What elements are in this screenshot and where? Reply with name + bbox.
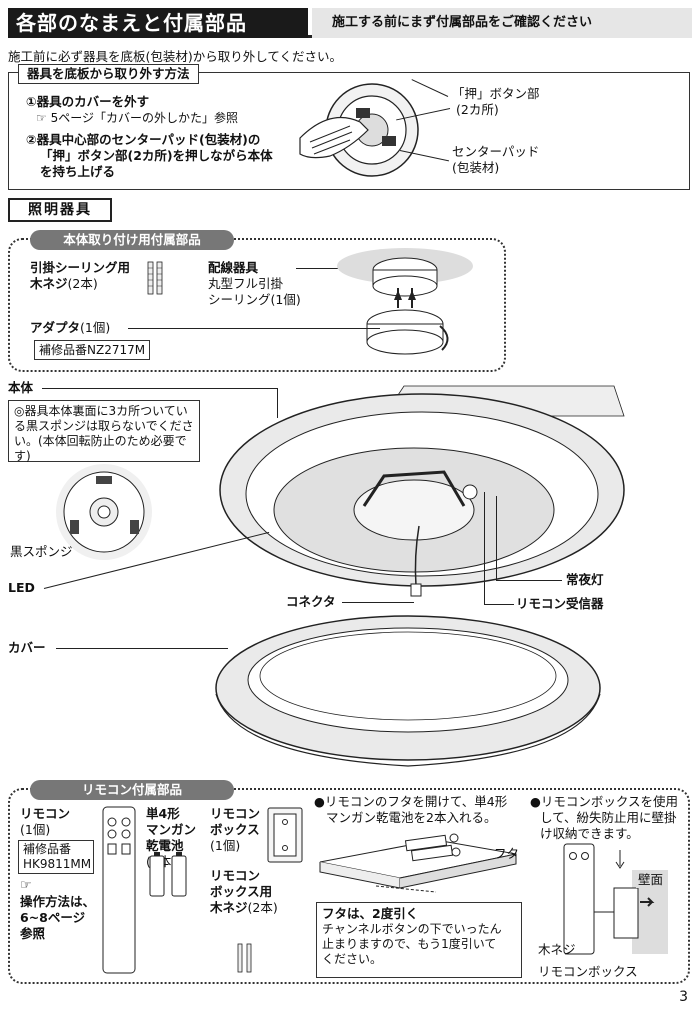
- cover-illustration: [214, 616, 604, 772]
- remote-box-label: リモコンボックス: [538, 964, 638, 980]
- remote-box-line1: リモコン: [210, 806, 260, 822]
- pointing-hand-icon: ☞: [20, 878, 32, 893]
- wall-instruction-line2: して、紛失防止用に壁掛: [540, 810, 677, 826]
- adapter-label: アダプタ(1個): [30, 320, 110, 336]
- remote-box-screw-line2: ボックス用: [210, 884, 272, 900]
- wiring-line1: 丸型フル引掛: [208, 276, 283, 292]
- remote-receiver-label: リモコン受信器: [516, 596, 604, 612]
- removal-title: 器具を底板から取り外す方法: [18, 64, 199, 84]
- wall-instruction-line1: ●リモコンボックスを使用: [530, 794, 678, 810]
- ceiling-screw-label-line1: 引掛シーリング用: [30, 260, 130, 276]
- wiring-title: 配線器具: [208, 260, 258, 276]
- wiring-line2: シーリング(1個): [208, 292, 301, 308]
- remote-qty: (1個): [20, 822, 50, 838]
- lid-note: フタは、2度引く チャンネルボタンの下でいったん 止まりますので、もう1度引いて…: [316, 902, 522, 978]
- ops-line1: 操作方法は、: [20, 894, 95, 910]
- wood-screw-icon: [146, 262, 166, 296]
- removal-step1: ①器具のカバーを外す: [26, 94, 149, 110]
- removal-step2-line2: 「押」ボタン部(2カ所)を押しながら本体: [40, 148, 273, 164]
- wall-instruction-line3: け収納できます。: [540, 826, 639, 842]
- ceiling-screw-label-line2: 木ネジ(2本): [30, 276, 98, 292]
- page-number: 3: [679, 989, 688, 1005]
- remote-parts-title: リモコン付属部品: [30, 780, 234, 800]
- center-pad-label-line2: (包装材): [452, 160, 499, 176]
- center-pad-label-line1: センターパッド: [452, 144, 539, 160]
- removal-step2-line3: を持ち上げる: [40, 164, 115, 180]
- wall-mount-illustration: [560, 842, 670, 962]
- black-sponge-label: 黒スポンジ: [10, 544, 73, 560]
- nightlight-label: 常夜灯: [566, 572, 604, 588]
- battery-icon: [148, 852, 192, 898]
- connector-label: コネクタ: [286, 594, 336, 610]
- remote-box-screw-line1: リモコン: [210, 868, 260, 884]
- body-label: 本体: [8, 380, 33, 396]
- ceiling-adapter-illustration: [330, 244, 490, 364]
- lid-label: フタ: [494, 846, 519, 862]
- remote-box-line2: ボックス: [210, 822, 260, 838]
- page-title: 各部のなまえと付属部品: [8, 8, 308, 38]
- battery-insertion-illustration: [316, 832, 526, 896]
- push-button-label-line2: (2カ所): [456, 102, 499, 118]
- remote-box-illustration: [266, 806, 306, 866]
- remote-box-qty: (1個): [210, 838, 240, 854]
- page-subtitle: 施工する前にまず付属部品をご確認ください: [312, 8, 692, 38]
- battery-line2: マンガン: [146, 822, 196, 838]
- battery-instruction-line1: ●リモコンのフタを開けて、単4形: [314, 794, 507, 810]
- remote-box-screw-line3: 木ネジ(2本): [210, 900, 278, 916]
- remote-control-illustration: [102, 806, 138, 976]
- led-label: LED: [8, 580, 35, 596]
- wood-screw-label: 木ネジ: [538, 942, 576, 958]
- sponge-note: ◎器具本体裏面に3カ所ついている黒スポンジは取らないでください。(本体回転防止の…: [8, 400, 200, 462]
- battery-instruction-line2: マンガン乾電池を2本入れる。: [326, 810, 496, 826]
- cover-label: カバー: [8, 640, 46, 656]
- adapter-part-number: 補修品番NZ2717M: [34, 340, 150, 360]
- intro-text: 施工前に必ず器具を底板(包装材)から取り外してください。: [8, 46, 342, 65]
- mount-parts-title: 本体取り付け用付属部品: [30, 230, 234, 250]
- removal-step1-ref: ☞ 5ページ「カバーの外しかた」参照: [36, 110, 238, 126]
- push-button-label-line1: 「押」ボタン部: [452, 86, 540, 102]
- pointing-hand-icon: ☞: [36, 111, 47, 125]
- wall-label: 壁面: [636, 872, 665, 888]
- ops-line3: 参照: [20, 926, 45, 942]
- ops-line2: 6~8ページ: [20, 910, 85, 926]
- wood-screw-icon: [236, 944, 256, 974]
- remote-label: リモコン: [20, 806, 70, 822]
- section-title-lighting: 照明器具: [8, 198, 112, 222]
- removal-step2-line1: ②器具中心部のセンターパッド(包装材)の: [26, 132, 260, 148]
- battery-line1: 単4形: [146, 806, 180, 822]
